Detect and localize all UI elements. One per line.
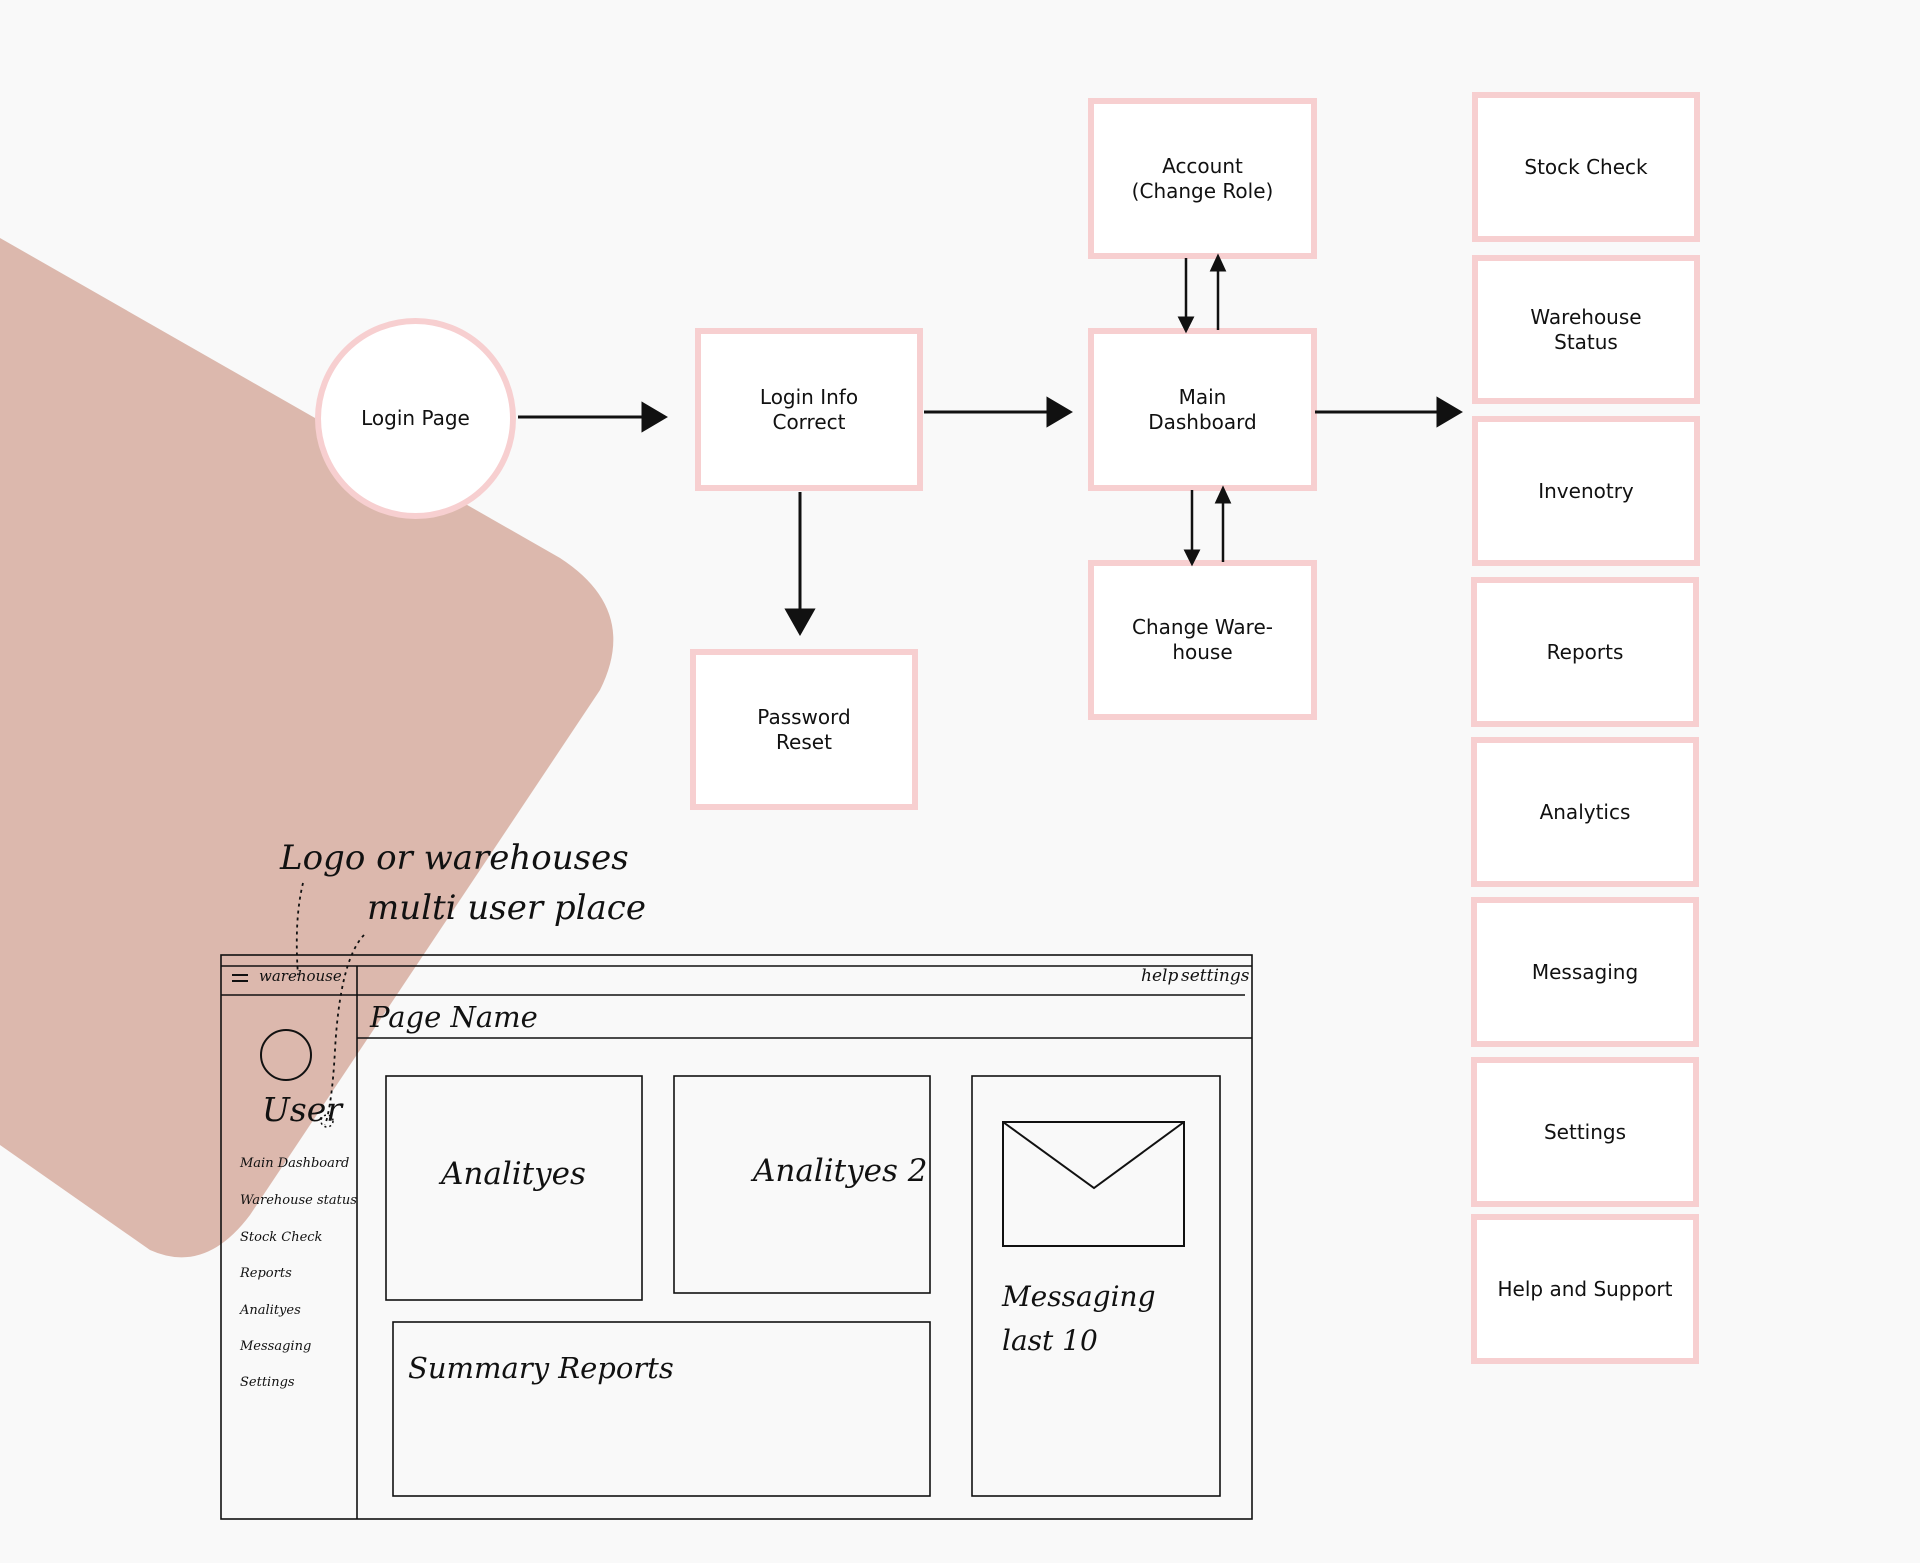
menu-item-warehouse-status: Warehouse Status xyxy=(1472,255,1700,404)
sidebar-item: Main Dashboard xyxy=(240,1156,350,1171)
sidebar-item: Messaging xyxy=(240,1339,312,1354)
annotation-leader xyxy=(324,934,365,1126)
arrow-head xyxy=(1183,549,1201,567)
card-analytics-1-label: Analityes xyxy=(441,1156,586,1192)
menu-item-settings: Settings xyxy=(1471,1057,1699,1207)
menu-item-messaging: Messaging xyxy=(1471,897,1699,1047)
node-password-reset: Password Reset xyxy=(690,649,918,810)
flow-arrows xyxy=(518,253,1463,637)
avatar xyxy=(260,1029,312,1081)
arrow-head xyxy=(641,401,668,433)
note-logo: Logo or warehouses xyxy=(280,838,629,878)
node-change-warehouse: Change Ware- house xyxy=(1088,560,1317,720)
card-summary-reports xyxy=(392,1321,931,1497)
wireframe-brand: warehouse xyxy=(259,967,342,985)
node-account-change-role: Account (Change Role) xyxy=(1088,98,1317,259)
arrow-head xyxy=(1436,396,1463,428)
card-analytics-2-label: Analityes 2 xyxy=(753,1153,928,1189)
arrow-head xyxy=(1177,316,1195,334)
menu-item-help-and-support: Help and Support xyxy=(1471,1214,1699,1364)
sidebar-item: Warehouse status xyxy=(240,1193,357,1208)
arrow-head xyxy=(1209,253,1227,272)
menu-item-stock-check: Stock Check xyxy=(1472,92,1700,242)
sidebar-item: Analityes xyxy=(240,1303,301,1318)
sidebar-item: Settings xyxy=(240,1375,295,1390)
menu-item-analytics: Analytics xyxy=(1471,737,1699,887)
card-messaging-sub-label: last 10 xyxy=(1002,1324,1098,1357)
wireframe-frame xyxy=(220,954,1253,1520)
node-login-info-correct: Login Info Correct xyxy=(695,328,923,491)
annotation-leader xyxy=(295,882,304,976)
menu-item-reports: Reports xyxy=(1471,577,1699,727)
arrow-head xyxy=(1046,396,1073,428)
sidebar-item: Reports xyxy=(240,1266,292,1281)
node-login-page: Login Page xyxy=(315,318,516,519)
wireframe-sketch xyxy=(220,882,1253,1520)
envelope-icon xyxy=(1002,1121,1185,1247)
wireframe-user: User xyxy=(262,1090,343,1129)
wireframe-page-name: Page Name xyxy=(370,1000,538,1034)
menu-item-inventory: Invenotry xyxy=(1472,416,1700,566)
wireframe-settings-link: settings xyxy=(1181,966,1250,986)
note-multi-user: multi user place xyxy=(367,888,646,928)
node-main-dashboard: Main Dashboard xyxy=(1088,328,1317,491)
card-messaging-label: Messaging xyxy=(1002,1280,1156,1313)
sidebar-item: Stock Check xyxy=(240,1230,323,1245)
wireframe-help-link: help xyxy=(1141,966,1179,986)
card-messaging xyxy=(971,1075,1221,1497)
card-summary-reports-label: Summary Reports xyxy=(408,1351,674,1385)
card-analytics-1 xyxy=(385,1075,643,1301)
card-analytics-2 xyxy=(673,1075,931,1294)
arrow-head xyxy=(784,608,816,637)
arrow-head xyxy=(1214,485,1232,504)
